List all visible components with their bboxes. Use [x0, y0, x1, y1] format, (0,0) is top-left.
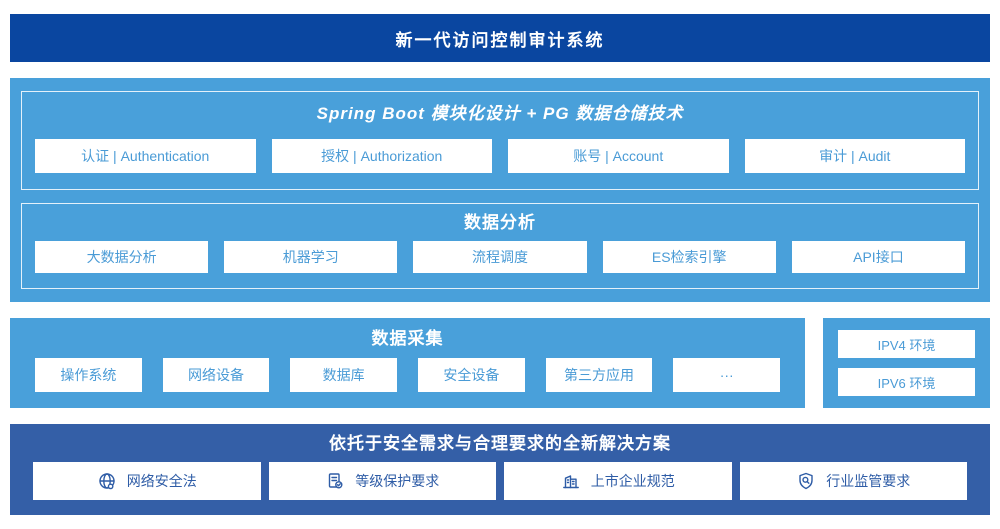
analysis-machine-learning: 机器学习: [224, 241, 398, 273]
data-analysis-title: 数据分析: [464, 213, 536, 232]
solution-label: 等级保护要求: [355, 473, 440, 489]
data-analysis-section: 数据分析 大数据分析 机器学习 流程调度 ES检索引擎 API接口: [21, 203, 979, 289]
modules-row: 认证 | Authentication 授权 | Authorization 账…: [22, 139, 978, 173]
solution-label: 网络安全法: [126, 473, 197, 489]
building-icon: [561, 471, 581, 491]
module-audit: 审计 | Audit: [744, 139, 965, 173]
analysis-row: 大数据分析 机器学习 流程调度 ES检索引擎 API接口: [22, 241, 978, 273]
analysis-workflow: 流程调度: [413, 241, 587, 273]
module-authentication: 认证 | Authentication: [35, 139, 256, 173]
document-check-icon: [325, 471, 345, 491]
spring-boot-modules-section: Spring Boot 模块化设计 + PG 数据仓储技术 认证 | Authe…: [21, 91, 979, 190]
collection-row: 操作系统 网络设备 数据库 安全设备 第三方应用 ···: [10, 358, 805, 392]
source-os: 操作系统: [35, 358, 142, 392]
source-security-device: 安全设备: [418, 358, 525, 392]
solution-label: 上市企业规范: [590, 473, 675, 489]
solution-listed-company: 上市企业规范: [504, 462, 732, 500]
module-authorization: 授权 | Authorization: [271, 139, 492, 173]
data-collection-section: 数据采集 操作系统 网络设备 数据库 安全设备 第三方应用 ···: [10, 318, 805, 408]
solution-cybersecurity-law: 网络安全法: [33, 462, 261, 500]
globe-icon: [97, 471, 117, 491]
solution-section: 依托于安全需求与合理要求的全新解决方案 网络安全法: [10, 424, 990, 515]
system-title: 新一代访问控制审计系统: [395, 30, 605, 50]
data-collection-title: 数据采集: [371, 329, 444, 348]
solution-title: 依托于安全需求与合理要求的全新解决方案: [329, 434, 671, 453]
analysis-es-search: ES检索引擎: [602, 241, 776, 273]
module-account: 账号 | Account: [508, 139, 729, 173]
ip-environment-panel: IPV4 环境 IPV6 环境: [823, 318, 990, 408]
solution-classified-protection: 等级保护要求: [268, 462, 496, 500]
ipv6-environment: IPV6 环境: [838, 368, 975, 396]
source-network-device: 网络设备: [162, 358, 270, 392]
shield-search-icon: [796, 471, 816, 491]
spring-boot-section-title: Spring Boot 模块化设计 + PG 数据仓储技术: [316, 104, 684, 123]
solution-label: 行业监管要求: [826, 473, 911, 489]
source-third-party-app: 第三方应用: [545, 358, 653, 392]
analysis-bigdata: 大数据分析: [35, 241, 209, 273]
source-database: 数据库: [290, 358, 398, 392]
solution-row: 网络安全法 等级保护要求: [10, 462, 990, 500]
system-title-banner: 新一代访问控制审计系统: [10, 14, 990, 62]
ipv4-environment: IPV4 环境: [838, 330, 975, 358]
source-ellipsis: ···: [673, 358, 781, 392]
solution-industry-regulation: 行业监管要求: [739, 462, 967, 500]
platform-section: Spring Boot 模块化设计 + PG 数据仓储技术 认证 | Authe…: [10, 78, 990, 302]
analysis-api: API接口: [791, 241, 966, 273]
